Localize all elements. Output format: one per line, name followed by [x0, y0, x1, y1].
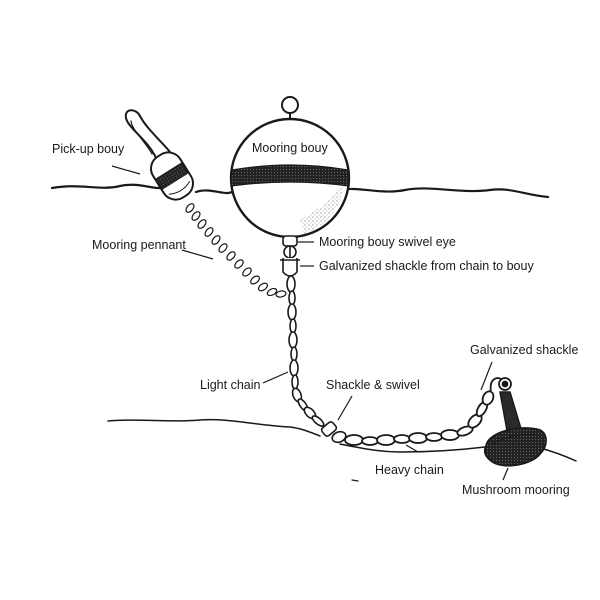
leader-galvanized-shackle — [480, 361, 493, 391]
shackle-and-swivel — [320, 421, 347, 444]
label-galvanized-shackle: Galvanized shackle — [470, 343, 579, 357]
water-surface-line — [50, 183, 550, 199]
galvanized-shackle-top — [280, 258, 300, 277]
label-mooring-pennant: Mooring pennant — [92, 238, 186, 252]
leader-lines — [111, 165, 509, 481]
label-pickup-buoy: Pick-up bouy — [52, 142, 125, 156]
mooring-buoy-top-eye — [281, 96, 299, 114]
label-heavy-chain: Heavy chain — [375, 463, 444, 477]
pickup-buoy-loop — [124, 109, 171, 159]
leader-light-chain — [262, 371, 289, 384]
seafloor-speck — [351, 479, 359, 482]
label-swivel-eye: Mooring bouy swivel eye — [319, 235, 456, 249]
label-mooring-buoy: Mooring bouy — [252, 141, 328, 155]
label-mushroom-mooring: Mushroom mooring — [462, 483, 570, 497]
pickup-buoy-loop-inner — [130, 120, 153, 155]
leader-heavy-chain — [405, 444, 419, 453]
swivel-eye — [282, 235, 298, 259]
label-light-chain: Light chain — [200, 378, 261, 392]
heavy-chain — [344, 390, 495, 446]
mooring-buoy — [229, 117, 351, 239]
galvanized-shackle — [489, 377, 512, 393]
leader-mushroom — [502, 467, 509, 481]
pickup-buoy — [150, 151, 194, 201]
leader-shackle-swivel — [337, 395, 353, 421]
label-galvanized-shackle-chain-to-buoy: Galvanized shackle from chain to bouy — [319, 259, 534, 273]
mooring-pennant-chain — [185, 203, 287, 298]
leader-pickup-buoy — [111, 165, 141, 175]
light-chain — [286, 275, 325, 427]
mushroom-mooring — [483, 391, 547, 467]
leader-mooring-pennant — [181, 249, 214, 260]
label-shackle-and-swivel: Shackle & swivel — [326, 378, 420, 392]
